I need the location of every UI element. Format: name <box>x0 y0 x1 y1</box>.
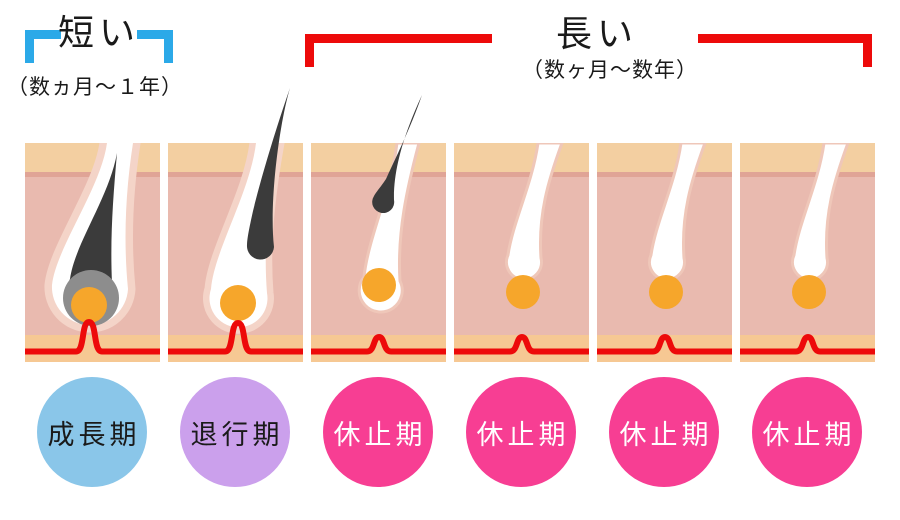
blood-vessel <box>25 319 160 355</box>
label-long-title: 長い <box>555 13 638 54</box>
short-bracket <box>25 30 173 63</box>
follicle-panel-telogen-3 <box>740 143 875 362</box>
label-short-title: 短い <box>57 12 140 53</box>
stage-circle-catagen: 退行期 <box>180 377 290 487</box>
follicle-panel-catagen <box>168 88 303 362</box>
stage-circle-telogen-3: 休止期 <box>609 377 719 487</box>
hair-shaft <box>372 95 422 214</box>
label-long-subtitle: （数ヶ月〜数年） <box>522 59 698 82</box>
blood-vessel <box>168 320 303 355</box>
hair-shaft <box>246 88 290 260</box>
follicle-panel-telogen-club <box>311 95 446 362</box>
follicle-panel-anagen <box>25 143 160 362</box>
follicle-panel-telogen-2 <box>597 143 732 362</box>
blood-vessel <box>311 334 446 355</box>
stage-circle-telogen-4: 休止期 <box>752 377 862 487</box>
label-short-subtitle: （数ヵ月〜１年） <box>7 76 183 99</box>
long-bracket <box>305 34 872 67</box>
follicle-panel-telogen-1 <box>454 143 589 362</box>
dermal-papilla <box>220 285 256 321</box>
dermal-papilla <box>71 287 107 323</box>
dermal-papilla <box>362 268 396 302</box>
stage-circle-telogen-2: 休止期 <box>466 377 576 487</box>
stage-circle-anagen: 成長期 <box>37 377 147 487</box>
stage-circle-telogen-1: 休止期 <box>323 377 433 487</box>
